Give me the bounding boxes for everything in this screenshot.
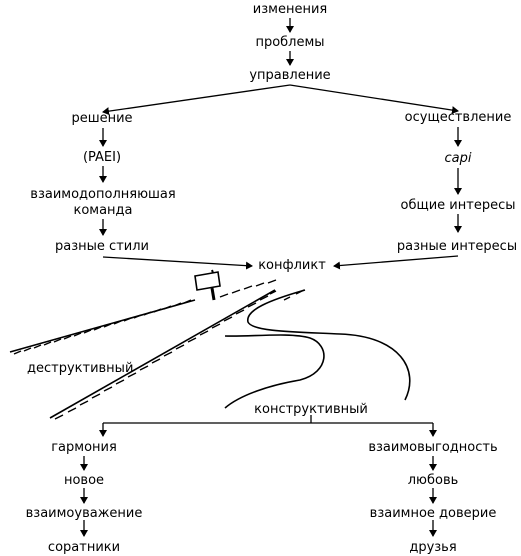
arrow-management-implementation: [289, 84, 459, 115]
node-team-line1: взаимодополняюшая: [30, 187, 176, 202]
node-paei: (PAEI): [82, 150, 122, 165]
road-right-outer: [224, 334, 325, 409]
node-decision: решение: [71, 111, 133, 126]
node-management: управление: [249, 68, 331, 83]
node-capi: capi: [444, 151, 472, 166]
arrow-styles-conflict: [102, 256, 253, 270]
node-new: новое: [63, 473, 105, 488]
arrow-management-decision: [102, 84, 291, 116]
node-mutual-benefit: взаимовыгодность: [368, 440, 498, 455]
road-right-inner: [247, 289, 411, 401]
node-conflict: конфликт: [258, 258, 326, 273]
node-allies: соратники: [47, 540, 121, 555]
node-problems: проблемы: [255, 35, 325, 50]
node-implementation: осуществление: [404, 110, 512, 125]
signpost-icon: [194, 269, 221, 301]
node-common-interests: общие интересы: [400, 198, 516, 213]
node-mutual-respect: взаимоуважение: [25, 506, 143, 521]
node-friends: друзья: [409, 540, 457, 555]
arrow-interests-conflict: [333, 255, 459, 270]
node-love: любовь: [407, 473, 459, 488]
node-harmony: гармония: [51, 440, 117, 455]
node-team-line2: команда: [73, 203, 133, 218]
node-styles: разные стили: [55, 239, 149, 254]
node-changes: изменения: [252, 2, 328, 17]
label-constructive: конструктивный: [254, 402, 368, 417]
label-destructive: деструктивный: [27, 361, 134, 376]
road-hatching: [13, 279, 305, 420]
node-mutual-trust: взаимное доверие: [369, 506, 497, 521]
node-different-interests: разные интересы: [396, 239, 518, 254]
road-left-edge-lower: [49, 289, 276, 419]
